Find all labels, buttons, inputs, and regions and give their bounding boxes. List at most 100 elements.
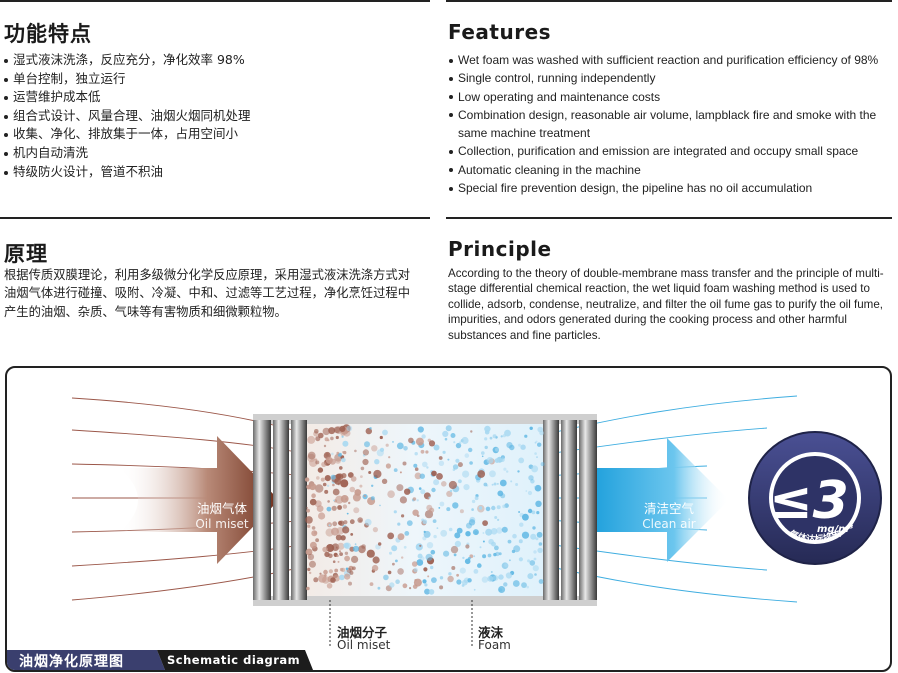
foam-particle [497,518,500,521]
foam-particle [527,508,533,514]
oil-particle [385,463,391,469]
oil-particle [311,493,316,498]
foam-particle [507,539,512,544]
foam-particle [497,483,499,485]
foam-particle [467,578,472,583]
foam-particle [531,465,539,473]
oil-particle [313,577,319,583]
oil-particle [415,437,424,446]
oil-particle [381,478,388,484]
oil-particle [457,462,463,468]
inlet-baffle [253,420,271,600]
oil-particle [339,466,343,470]
outlet-label-cn: 清洁空气 [643,501,694,516]
foam-particle [455,458,460,463]
oil-particle [447,575,454,583]
oil-particle [338,550,342,553]
foam-particle [420,489,426,495]
foam-particle [505,572,512,579]
foam-particle [456,527,463,534]
oil-particle [352,566,356,571]
oil-particle [310,541,317,549]
oil-particle [322,546,328,553]
foam-particle [502,504,506,509]
oil-particle [441,481,447,487]
foam-particle [481,455,484,458]
foam-particle [395,579,400,584]
foam-particle [448,527,453,532]
foam-particle [433,534,437,539]
foam-particle [468,519,476,526]
outlet-baffle [579,420,597,600]
foam-particle [438,460,445,466]
foam-particle [489,436,493,440]
oil-particle [305,548,313,556]
oil-particle [328,427,336,435]
foam-particle [438,507,441,509]
oil-particle [363,494,366,498]
foam-particle [537,442,542,447]
foam-particle [495,447,499,452]
foam-particle [462,470,470,478]
oil-particle [340,479,349,488]
top-rule [0,0,430,2]
foam-particle [463,484,470,491]
foam-particle [422,579,427,584]
foam-particle [503,467,507,471]
oil-particle [307,524,311,528]
oil-particle [337,505,342,510]
oil-particle [315,460,320,465]
foam-label-cn: 液沫 [478,625,504,640]
foam-particle [533,486,536,488]
oil-molecule-label-en: Oil miset [337,638,391,652]
foam-particle [534,441,537,444]
oil-particle [362,449,369,456]
oil-particle [319,572,322,575]
oil-particle [425,450,429,454]
outlet-label-en: Clean air [642,517,696,531]
chamber-bottom-plate [253,596,597,606]
foam-particle [454,532,461,539]
foam-particle [493,552,497,557]
foam-particle [452,464,459,470]
oil-particle [402,461,407,466]
caption-ribbon-dark [157,650,313,670]
oil-particle [360,475,363,478]
oil-particle [309,560,316,568]
oil-particle [317,467,324,473]
feature-item: Combination design, reasonable air volum… [448,106,888,143]
foam-particle [473,588,476,591]
foam-particle [453,553,457,557]
foam-label-en: Foam [478,638,511,652]
foam-particle [379,504,381,507]
principle-title-cn: 原理 [4,242,48,266]
oil-particle [428,440,436,447]
foam-particle [511,549,516,554]
oil-particle [357,517,364,523]
oil-particle [401,556,404,559]
foam-particle [452,502,459,509]
feature-item: Low operating and maintenance costs [448,88,888,106]
foam-particle [527,559,531,563]
oil-particle [308,556,312,559]
foam-particle [458,441,462,444]
feature-item: Wet foam was washed with sufficient reac… [448,51,888,69]
foam-particle [540,462,545,467]
inlet-arrow [119,436,279,564]
oil-particle [450,545,459,554]
foam-particle [397,522,401,526]
foam-particle [533,550,537,554]
foam-particle [504,563,509,568]
foam-particle [364,441,370,448]
oil-particle [306,508,310,513]
foam-particle [448,572,452,576]
foam-particle [534,573,537,576]
foam-particle [442,430,449,437]
oil-particle [314,429,319,434]
oil-particle [323,444,327,448]
oil-particle [402,583,408,589]
foam-particle [482,532,485,534]
foam-particle [484,425,491,433]
foam-particle [538,542,543,546]
principle-title-en: Principle [448,237,552,261]
